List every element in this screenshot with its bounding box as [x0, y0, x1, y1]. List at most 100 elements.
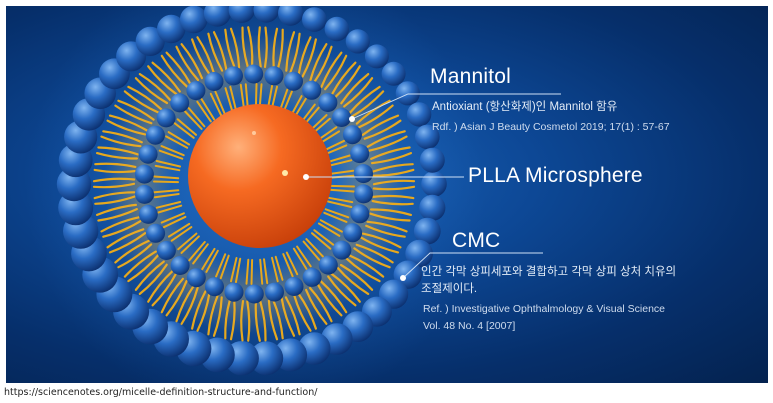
head-group-sphere: [145, 125, 165, 145]
lipid-tail: [224, 87, 234, 113]
head-group-sphere: [415, 124, 440, 150]
head-group-sphere: [179, 6, 208, 34]
lipid-tail: [162, 215, 187, 229]
head-group-sphere: [224, 66, 243, 86]
head-group-sphere: [205, 277, 224, 297]
head-group-sphere: [318, 93, 338, 112]
cmc-title: CMC: [452, 229, 501, 252]
head-group-sphere: [138, 144, 158, 164]
head-group-sphere: [204, 72, 224, 91]
micelle-illustration: [26, 6, 561, 383]
head-group-sphere: [203, 6, 231, 27]
inner-head-groups: [134, 64, 374, 304]
head-group-sphere: [284, 71, 303, 91]
lipid-tail: [167, 222, 191, 238]
cmc-reference-line1: Ref. ) Investigative Ophthalmology & Vis…: [423, 303, 666, 315]
lipid-tail: [319, 219, 343, 233]
head-group-sphere: [332, 240, 352, 260]
head-group-sphere: [244, 64, 264, 84]
lipid-tail: [329, 184, 355, 188]
head-group-sphere: [284, 277, 304, 296]
head-group-sphere: [350, 204, 370, 224]
head-group-sphere: [405, 239, 433, 268]
mannitol-leader-line: [351, 93, 561, 120]
head-group-sphere: [343, 223, 363, 243]
lipid-tail: [328, 169, 355, 175]
head-group-sphere: [170, 93, 190, 113]
lipid-tail: [215, 253, 227, 278]
mannitol-reference: Rdf. ) Asian J Beauty Cosmetol 2019; 17(…: [432, 121, 670, 133]
lipid-tail: [158, 149, 184, 160]
lipid-tail: [239, 83, 245, 110]
lipid-tail: [180, 235, 200, 254]
lipid-tail: [205, 249, 219, 273]
lipid-tail: [285, 251, 299, 276]
lipid-tail: [201, 247, 216, 271]
head-group-sphere: [332, 108, 352, 127]
head-group-sphere: [244, 284, 264, 304]
head-group-sphere: [249, 341, 284, 376]
source-caption: https://sciencenotes.org/micelle-definit…: [4, 387, 318, 398]
core-highlight-small: [252, 131, 256, 135]
head-group-sphere: [138, 204, 158, 224]
lipid-tail: [160, 145, 185, 157]
lipid-tail: [274, 255, 284, 281]
lipid-tail: [200, 97, 216, 121]
lipid-tail: [153, 193, 180, 199]
head-group-sphere: [186, 268, 206, 288]
head-group-sphere: [345, 29, 370, 54]
head-group-sphere: [135, 26, 165, 56]
head-group-sphere: [265, 282, 284, 302]
lipid-tail: [328, 188, 355, 193]
lipid-tail: [325, 154, 351, 164]
head-group-sphere: [157, 14, 186, 44]
lipid-tail: [305, 238, 324, 258]
head-group-sphere: [253, 6, 280, 23]
head-group-sphere: [413, 217, 441, 245]
lipid-tail: [157, 204, 183, 214]
lipid-tail: [250, 259, 254, 285]
lipid-tail: [153, 180, 179, 184]
lipid-tail: [292, 247, 308, 271]
head-group-sphere: [364, 44, 389, 69]
head-group-sphere: [419, 194, 446, 221]
cmc-reference-line2: Vol. 48 No. 4 [2007]: [423, 320, 516, 332]
lipid-tail: [313, 229, 335, 246]
lipid-tail: [311, 232, 332, 250]
lipid-tail: [153, 189, 180, 194]
lipid-tail: [209, 92, 223, 117]
lipid-tail: [245, 258, 250, 285]
lipid-tail: [170, 226, 193, 242]
lipid-tail: [167, 131, 191, 146]
lipid-tail: [192, 243, 209, 265]
lipid-tail: [230, 257, 238, 283]
outer-head-groups: [56, 6, 447, 376]
head-group-sphere: [350, 144, 370, 164]
lipid-tail: [254, 83, 258, 109]
lipid-tail: [188, 241, 206, 262]
head-group-sphere: [302, 267, 322, 287]
lipid-tail: [173, 122, 195, 139]
lipid-tail: [296, 245, 312, 268]
lipid-tail: [323, 211, 348, 223]
head-group-sphere: [324, 16, 349, 42]
head-group-sphere: [278, 6, 304, 26]
head-group-sphere: [302, 7, 327, 32]
head-group-sphere: [318, 255, 338, 275]
head-group-sphere: [406, 102, 432, 127]
lipid-tail: [229, 85, 237, 112]
cmc-description-line2: 조절제이다.: [421, 283, 478, 295]
lipid-tail: [326, 159, 353, 167]
lipid-tail: [160, 212, 185, 224]
lipid-tail: [154, 164, 181, 172]
core-highlight: [282, 170, 288, 176]
lipid-tail: [282, 253, 294, 278]
mannitol-description: Antioxiant (항산화제)인 Mannitol 함유: [432, 101, 618, 113]
lipid-tail: [234, 257, 242, 284]
head-group-sphere: [302, 80, 322, 100]
head-group-sphere: [264, 66, 284, 86]
lipid-tail: [155, 160, 181, 168]
lipid-tail: [317, 222, 341, 237]
lipid-tail: [214, 90, 226, 115]
lipid-tail: [302, 240, 321, 261]
